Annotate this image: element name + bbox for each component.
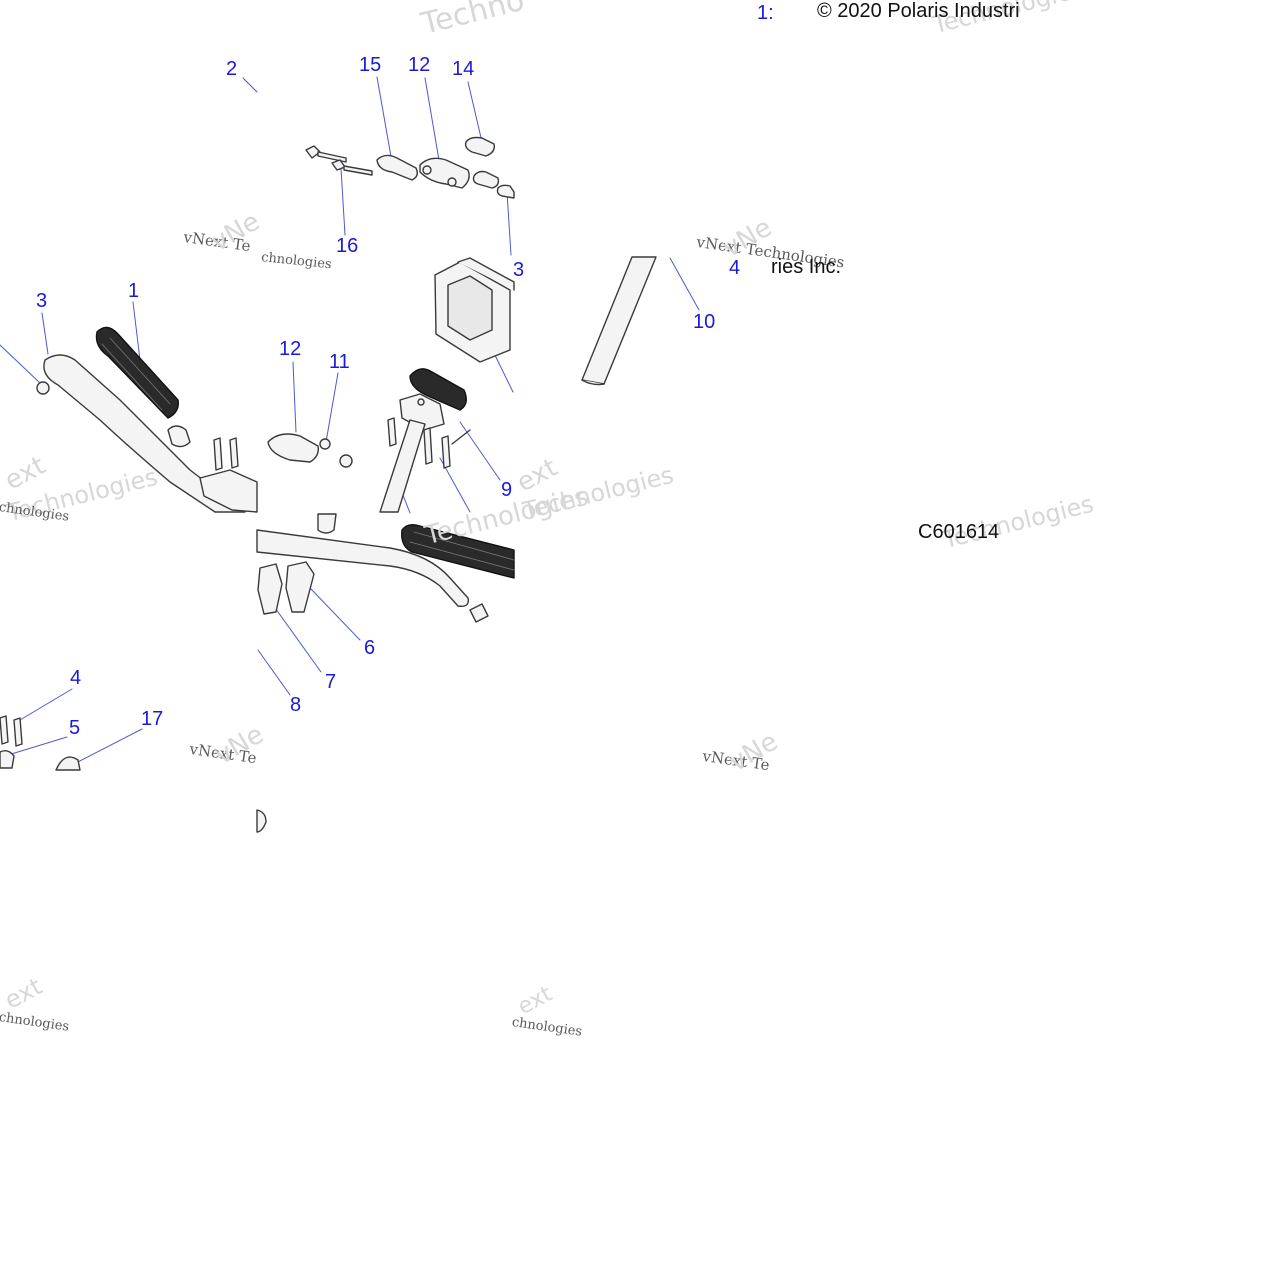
callout-9: 9	[501, 479, 513, 501]
handlebar-left	[36, 326, 353, 513]
callout-partial: 1:	[757, 2, 774, 24]
callout-10: 10	[693, 311, 716, 333]
callout-12-mid: 12	[279, 338, 302, 360]
callout-5: 5	[69, 717, 81, 739]
callout-4-bottom: 4	[70, 667, 82, 689]
callout-1: 1	[128, 280, 140, 302]
callout-17: 17	[141, 708, 164, 730]
handlebar-clamp-hardware-bottom	[0, 715, 267, 833]
copyright-text-tail: ries Inc.	[771, 256, 842, 278]
callout-15: 15	[359, 54, 382, 76]
copyright-text: © 2020 Polaris Industri	[817, 0, 1020, 22]
callout-4-top: 4	[729, 257, 741, 279]
callout-7: 7	[325, 671, 337, 693]
handlebar-right	[256, 513, 515, 623]
drawing-code: C601614	[918, 521, 1000, 543]
callout-2: 2	[226, 58, 238, 80]
callout-8: 8	[290, 694, 302, 716]
handlebar-clamp-hardware-top	[305, 136, 515, 199]
callout-11: 11	[329, 351, 350, 373]
callout-3-top: 3	[513, 259, 525, 281]
callout-16: 16	[336, 235, 359, 257]
steering-post-risers	[379, 257, 515, 513]
steering-shaft	[581, 256, 657, 386]
callout-12-top: 12	[408, 54, 431, 76]
callout-6: 6	[364, 637, 376, 659]
callout-3-left: 3	[36, 290, 48, 312]
callout-14: 14	[452, 58, 475, 80]
